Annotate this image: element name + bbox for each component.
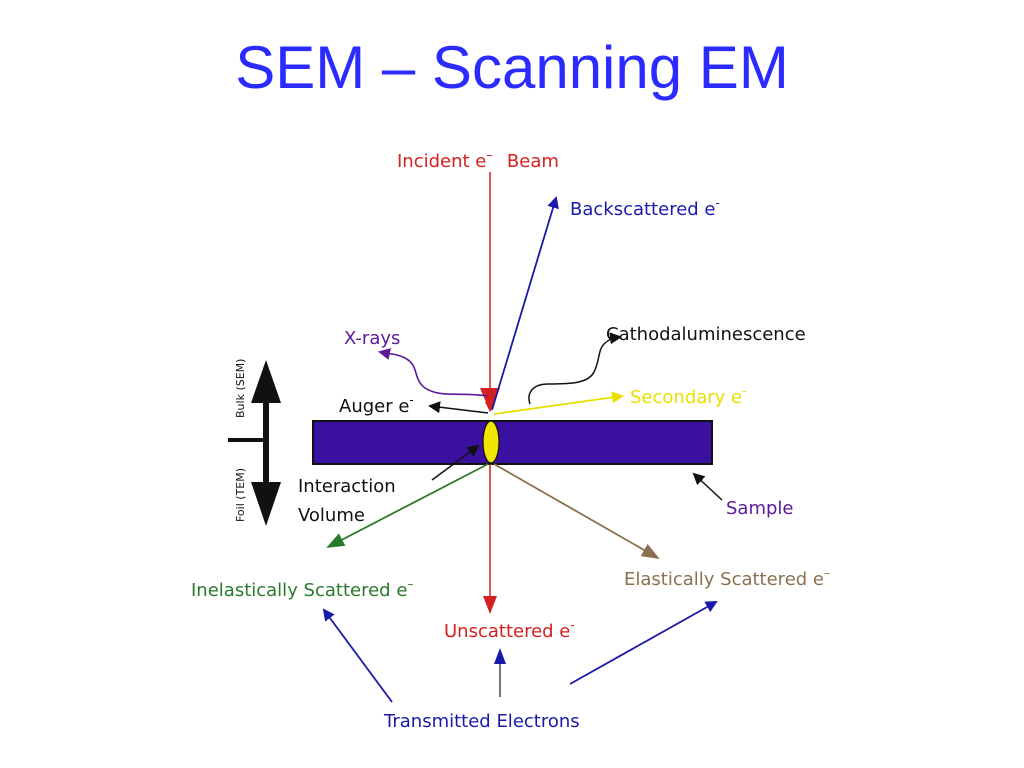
cathodoluminescence-arrow bbox=[528, 332, 622, 405]
interaction-volume-shape bbox=[482, 420, 500, 464]
slide-title: SEM – Scanning EM bbox=[235, 34, 789, 101]
auger-label: Auger e- bbox=[339, 393, 414, 417]
elastic-arrow bbox=[493, 463, 660, 559]
scale-arrow-up-icon bbox=[251, 360, 281, 403]
secondary-arrow bbox=[493, 391, 624, 415]
transmitted-arrow-center-head bbox=[494, 648, 506, 664]
auger-arrow bbox=[428, 401, 489, 414]
sample-label: Sample bbox=[726, 498, 794, 519]
xrays-label: X-rays bbox=[344, 328, 400, 349]
sample-pointer bbox=[692, 472, 723, 501]
inelastic-label: Inelastically Scattered e– bbox=[191, 577, 413, 601]
scale-arrow-down-icon bbox=[251, 482, 281, 526]
incident-beam-arrowhead bbox=[480, 388, 500, 412]
bulk-label: Bulk (SEM) bbox=[234, 359, 247, 418]
unscattered-label: Unscattered e- bbox=[444, 618, 575, 642]
interaction-volume-label: Interaction Volume bbox=[298, 476, 401, 526]
incident-beam-label: Incident e–Beam bbox=[397, 148, 559, 172]
cathodoluminescence-label: Cathodaluminescence bbox=[606, 324, 806, 345]
inelastic-arrow bbox=[326, 463, 489, 548]
transmitted-arrow-right bbox=[569, 601, 718, 685]
xrays-arrow bbox=[378, 348, 489, 397]
interaction-volume-pointer bbox=[431, 444, 480, 481]
backscattered-label: Backscattered e- bbox=[570, 196, 720, 220]
backscattered-arrow bbox=[491, 196, 559, 411]
elastic-label: Elastically Scattered e– bbox=[624, 566, 830, 590]
transmitted-arrow-left bbox=[322, 608, 393, 703]
foil-label: Foil (TEM) bbox=[234, 468, 247, 522]
transmitted-label: Transmitted Electrons bbox=[383, 711, 580, 732]
sample-slab bbox=[312, 420, 713, 465]
secondary-label: Secondary e- bbox=[630, 384, 746, 408]
